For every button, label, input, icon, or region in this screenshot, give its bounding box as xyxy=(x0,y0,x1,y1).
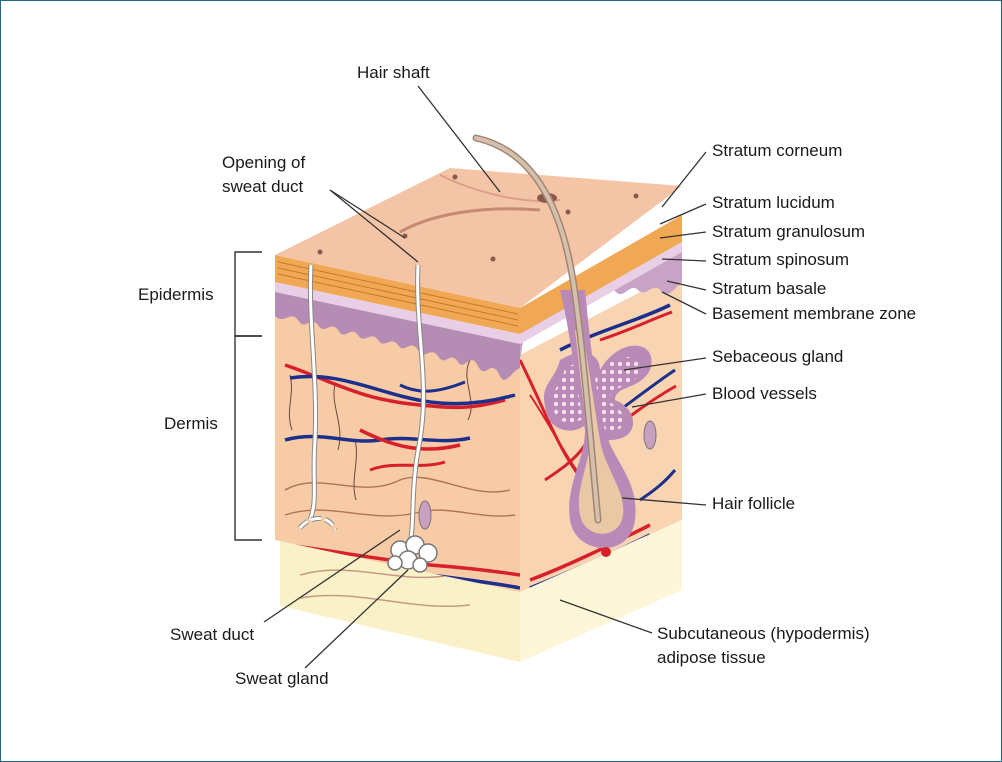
label-sweat-duct: Sweat duct xyxy=(170,625,255,644)
label-hair-shaft: Hair shaft xyxy=(357,63,430,82)
label-epidermis: Epidermis xyxy=(138,285,214,304)
label-sebaceous-gland: Sebaceous gland xyxy=(712,347,844,366)
label-subcutaneous-line2: adipose tissue xyxy=(657,648,766,667)
label-dermis: Dermis xyxy=(164,414,218,433)
sweat-ducts xyxy=(298,264,426,546)
sweat-gland xyxy=(387,420,657,573)
epidermis-side-face xyxy=(520,215,682,360)
label-blood-vessels: Blood vessels xyxy=(712,384,817,403)
label-hair-follicle: Hair follicle xyxy=(712,494,796,513)
label-sweat-gland: Sweat gland xyxy=(235,669,329,688)
label-stratum-spinosum: Stratum spinosum xyxy=(712,250,849,269)
label-stratum-corneum: Stratum corneum xyxy=(712,141,843,160)
layer-brackets xyxy=(234,251,262,541)
label-subcutaneous-line1: Subcutaneous (hypodermis) xyxy=(657,624,870,643)
epidermis-front-face xyxy=(275,255,520,380)
hair-shaft xyxy=(472,134,602,524)
label-basement-membrane: Basement membrane zone xyxy=(712,304,917,323)
label-stratum-lucidum: Stratum lucidum xyxy=(712,193,835,212)
label-stratum-granulosum: Stratum granulosum xyxy=(712,222,866,241)
label-stratum-basale: Stratum basale xyxy=(712,279,827,298)
label-opening-line1: Opening of xyxy=(222,153,306,172)
leader-lines xyxy=(263,85,707,669)
label-opening-line2: sweat duct xyxy=(222,177,304,196)
